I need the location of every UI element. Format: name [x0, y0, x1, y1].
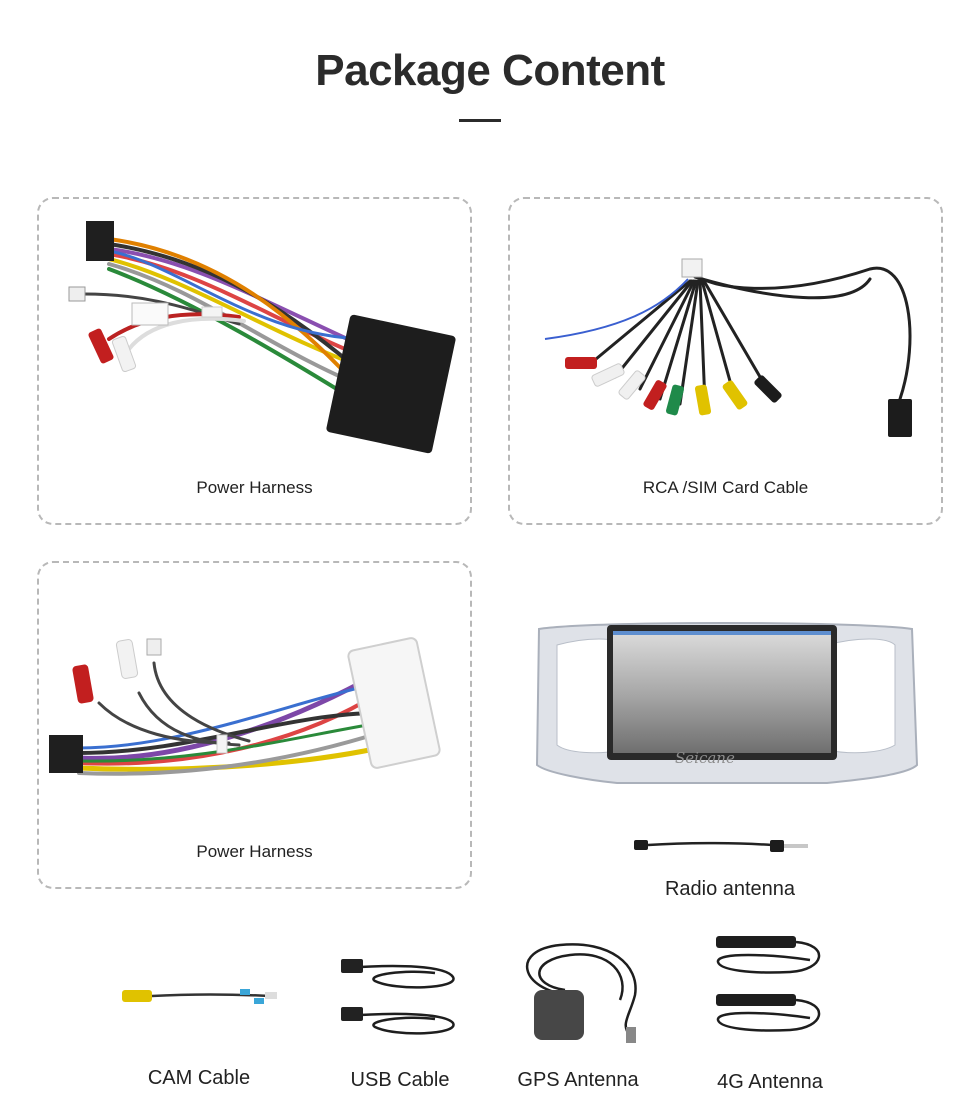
page-title: Package Content — [315, 46, 665, 95]
item-caption-gps-antenna: GPS Antenna — [517, 1069, 639, 1091]
screen-brand-label: Seicane — [675, 749, 735, 767]
head-unit-panel: Seicane — [527, 615, 922, 795]
item-card-power-harness-2: Power Harness — [37, 561, 472, 889]
item-card-rca-sim-cable: RCA /SIM Card Cable — [508, 197, 943, 525]
gps-antenna-image — [526, 943, 637, 1043]
rca-sim-cable-image — [544, 258, 912, 437]
item-caption-usb-cable: USB Cable — [350, 1069, 450, 1091]
head-unit-image — [535, 622, 919, 784]
usb-cable-image — [341, 959, 455, 1035]
radio-antenna-image — [634, 840, 808, 852]
cam-cable-image — [122, 989, 277, 1004]
item-card-power-harness-1: Power Harness — [37, 197, 472, 525]
power-harness-image — [68, 221, 456, 454]
title-underline — [459, 119, 501, 122]
item-caption-radio-antenna: Radio antenna — [664, 878, 796, 900]
power-harness-image-2 — [49, 637, 441, 776]
item-caption: Power Harness — [196, 478, 313, 497]
item-caption: Power Harness — [196, 842, 313, 861]
4g-antenna-image — [716, 936, 821, 1032]
item-caption-cam-cable: CAM Cable — [147, 1067, 251, 1089]
item-caption-4g-antenna: 4G Antenna — [717, 1071, 823, 1093]
item-caption: RCA /SIM Card Cable — [642, 478, 809, 497]
